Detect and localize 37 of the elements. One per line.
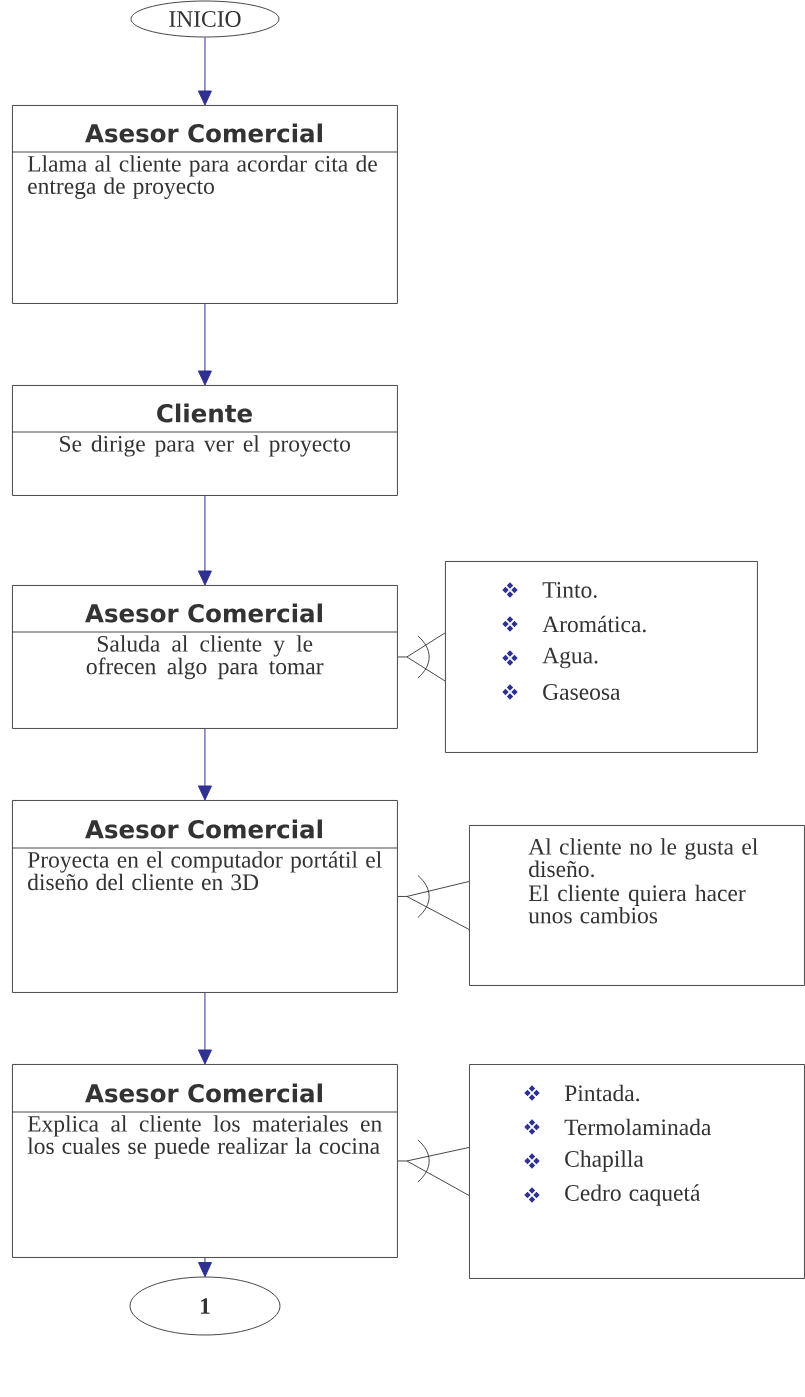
note-text: Al cliente no le gusta el diseño. <box>528 838 758 878</box>
note-box <box>469 825 805 986</box>
list-item: Pintada. <box>564 1084 640 1102</box>
forked-connector <box>397 632 446 682</box>
note-box <box>445 561 758 753</box>
arrow <box>197 728 212 801</box>
box-text: Se dirige para ver el proyecto <box>60 435 350 457</box>
note-box <box>469 1064 805 1279</box>
box-text: Saluda al cliente y le ofrecen algo para tomar <box>86 635 324 680</box>
forked-connector <box>397 1147 470 1196</box>
box-heading: Asesor Comercial <box>85 1083 322 1103</box>
arrow <box>197 992 212 1065</box>
box-heading: Cliente <box>157 403 252 423</box>
list-item: Gaseosa <box>543 684 621 700</box>
process-box <box>11 585 398 729</box>
box-text: Explica al cliente los materiales en los cuales se puede realizar la cocina <box>27 1115 382 1159</box>
arrow <box>197 36 212 106</box>
process-box <box>11 800 398 993</box>
arrow <box>197 303 212 386</box>
note-text: El cliente quiera hacer unos cambios <box>528 884 746 924</box>
box-heading: Asesor Comercial <box>85 819 322 839</box>
box-heading: Asesor Comercial <box>85 603 322 623</box>
list-item: Agua. <box>542 647 598 669</box>
arrow <box>197 495 212 586</box>
process-box <box>11 105 398 304</box>
list-item: Chapilla <box>565 1150 644 1172</box>
list-item: Termolaminada <box>564 1118 712 1136</box>
process-box <box>11 1064 398 1258</box>
forked-connector <box>397 881 470 930</box>
process-box <box>11 385 398 496</box>
list-item: Tinto. <box>542 582 597 598</box>
list-item: Cedro caquetá <box>565 1184 701 1206</box>
arrow <box>198 1257 212 1278</box>
list-item: Aromática. <box>542 615 646 633</box>
box-text: Proyecta en el computador portátil el diseño del cliente en 3D <box>27 851 382 891</box>
box-text: Llama al cliente para acordar cita de entrega de proyecto <box>27 155 377 199</box>
box-heading: Asesor Comercial <box>85 123 322 143</box>
